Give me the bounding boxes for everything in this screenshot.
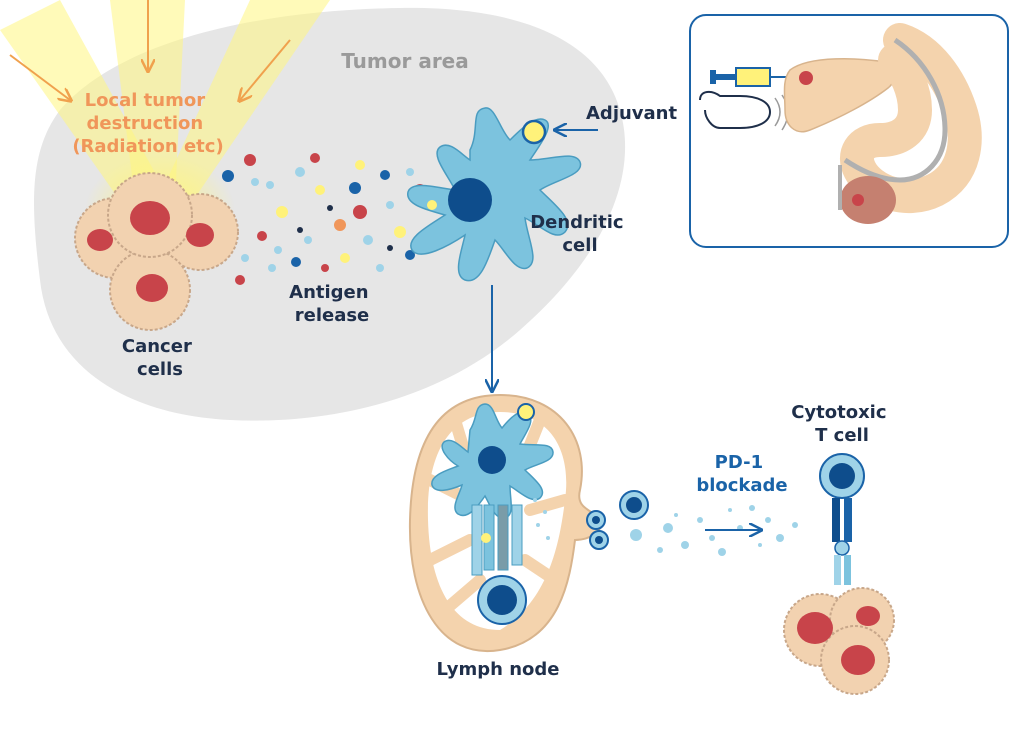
label-adjuvant: Adjuvant (586, 103, 677, 124)
cancer-cells-cluster (74, 172, 239, 331)
label-lymph-node: Lymph node (437, 659, 560, 680)
label-tumor-area: Tumor area (341, 49, 469, 73)
label-pd1-blockade: PD-1 blockade (696, 452, 787, 496)
cytotoxic-t-cell (819, 453, 865, 585)
lymph-node (408, 393, 602, 653)
adjuvant-panel (689, 14, 1009, 248)
label-cancer-cells: Cancer cells (122, 336, 198, 380)
target-cancer-cells (783, 587, 895, 695)
pancreas-tumor-icon (838, 165, 896, 224)
ultrasound-probe-icon (699, 90, 789, 131)
activated-t-cells (586, 490, 649, 550)
tumor-area (34, 7, 626, 421)
syringe-icon (710, 67, 800, 87)
label-antigen-release: Antigen release (289, 282, 375, 326)
label-dendritic-cell: Dendritic cell (530, 212, 630, 256)
pd1-particles (630, 505, 798, 556)
dendritic-cell (407, 107, 582, 282)
label-local-destruction: Local tumor destruction (Radiation etc) (72, 90, 223, 157)
label-cytotoxic-t-cell: Cytotoxic T cell (791, 402, 893, 446)
